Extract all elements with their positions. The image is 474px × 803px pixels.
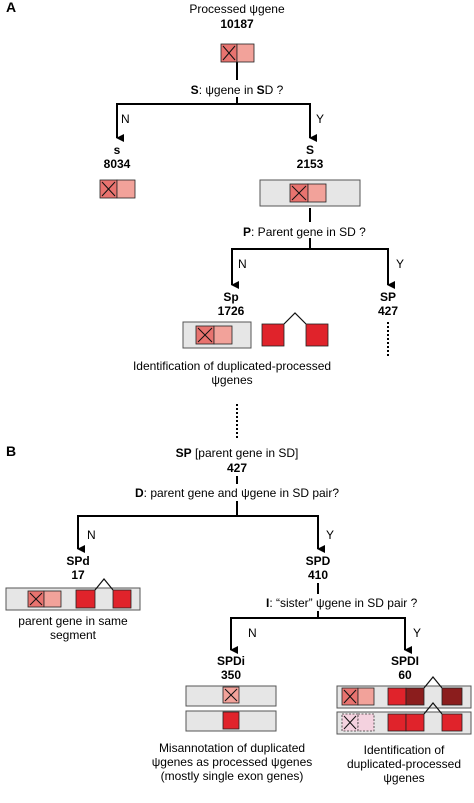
root-count: 10187 [220, 17, 254, 31]
question-s: S: ψgene in SD ? [190, 83, 284, 97]
node-Sp-name: Sp [223, 290, 239, 304]
note-misannotation: Misannotation of duplicated ψgenes as pr… [151, 741, 313, 783]
Sp-sd-segment-icon [182, 321, 252, 349]
branch-yes-label-2: Y [396, 257, 405, 271]
split-arrows-d [77, 515, 325, 553]
node-SPDi-name: SPDi [216, 654, 246, 668]
s-pseudogene-icon [99, 179, 136, 199]
node-SPD-count: 410 [307, 568, 329, 582]
note-same-segment: parent gene in same segment [18, 614, 128, 642]
node-SPDI-name: SPDI [390, 654, 420, 668]
branch-yes-label-4: Y [413, 626, 422, 640]
node-SPd-count: 17 [71, 568, 85, 582]
node-SP-name: SP [379, 290, 397, 304]
panel-a-connectors [116, 62, 395, 358]
node-s-name: s [113, 143, 121, 157]
node-SPDi-count: 350 [220, 668, 242, 682]
root-title: Processed ψgene [189, 2, 285, 16]
SPDI-lower-segment-icon [336, 702, 472, 735]
node-SPd-name: SPd [66, 554, 90, 568]
node-S-name: S [305, 143, 315, 157]
note-duplicated-processed: Identification of duplicated-processed ψ… [132, 359, 332, 387]
node-s-count: 8034 [103, 157, 131, 171]
node-SP-count: 427 [377, 304, 399, 318]
split-arrows-p [231, 248, 395, 289]
S-sd-segment-icon [259, 179, 361, 207]
Sp-parent-gene-icon [261, 312, 329, 347]
node-SPDI-count: 60 [398, 668, 412, 682]
node-SPD-name: SPD [305, 554, 331, 568]
question-i: I: “sister” ψgene in SD pair ? [266, 596, 418, 610]
question-d: D: parent gene and ψgene in SD pair? [134, 486, 340, 500]
branch-no-label: N [121, 112, 130, 126]
branch-yes-label: Y [316, 112, 325, 126]
SPDi-pseudogene-segment-icon [185, 685, 277, 707]
panel-b-label: B [6, 443, 17, 459]
SPDi-parent-segment-icon [185, 710, 277, 732]
node-Sp-count: 1726 [217, 304, 245, 318]
SPDI-upper-segment-icon [336, 676, 472, 709]
branch-no-label-4: N [248, 626, 257, 640]
node-S-count: 2153 [296, 157, 324, 171]
root-b-count: 427 [226, 461, 248, 475]
root-pseudogene-icon [220, 43, 255, 63]
panel-b-connectors [77, 404, 412, 654]
root-b-title: SP [parent gene in SD] [175, 446, 299, 460]
question-p: P: Parent gene in SD ? [243, 225, 366, 239]
panel-a-label: A [6, 0, 17, 15]
branch-no-label-3: N [87, 528, 96, 542]
note-duplicated-processed-b: Identification of duplicated-processed ψ… [346, 743, 462, 785]
branch-no-label-2: N [238, 257, 247, 271]
SPd-segment-icon [5, 578, 141, 611]
split-arrows-i [230, 617, 412, 654]
branch-yes-label-3: Y [326, 528, 335, 542]
split-arrows-s [116, 103, 317, 142]
